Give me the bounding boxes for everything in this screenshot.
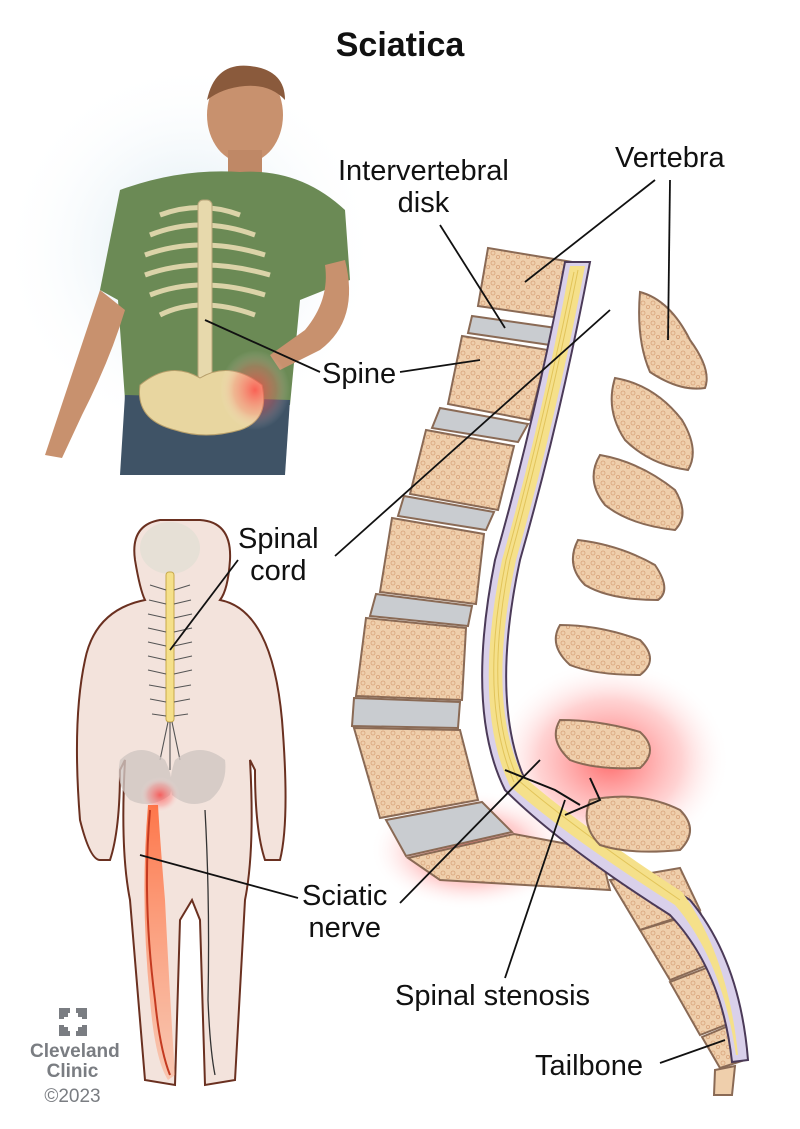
label-tailbone: Tailbone bbox=[535, 1050, 644, 1082]
label-line: Spinal bbox=[238, 523, 319, 555]
cleveland-clinic-logo: Cleveland Clinic ©2023 bbox=[30, 1008, 120, 1110]
leader-lines bbox=[139, 179, 726, 1064]
label-spinal-stenosis: Spinal stenosis bbox=[395, 980, 591, 1012]
label-line: nerve bbox=[308, 912, 381, 944]
man-figure bbox=[0, 60, 380, 475]
label-line: Sciatic bbox=[302, 880, 388, 912]
cleveland-clinic-cross-icon bbox=[58, 1008, 87, 1036]
back-view-figure bbox=[75, 519, 287, 1087]
page-title: Sciatica bbox=[335, 26, 465, 64]
label-line: Intervertebral bbox=[338, 155, 509, 187]
spine-cross-section bbox=[350, 246, 750, 1096]
label-intervertebral-disk: Intervertebral disk bbox=[338, 155, 509, 219]
logo-name-line1: Cleveland bbox=[30, 1041, 120, 1062]
copyright: ©2023 bbox=[44, 1086, 101, 1107]
label-sciatic-nerve: Sciatic nerve bbox=[302, 880, 387, 944]
logo-name-line2: Clinic bbox=[46, 1061, 99, 1082]
label-spinal-cord: Spinal cord bbox=[238, 523, 319, 587]
label-vertebra: Vertebra bbox=[615, 142, 725, 174]
label-line: disk bbox=[397, 187, 450, 219]
label-spine: Spine bbox=[322, 358, 397, 390]
label-line: cord bbox=[250, 555, 307, 587]
